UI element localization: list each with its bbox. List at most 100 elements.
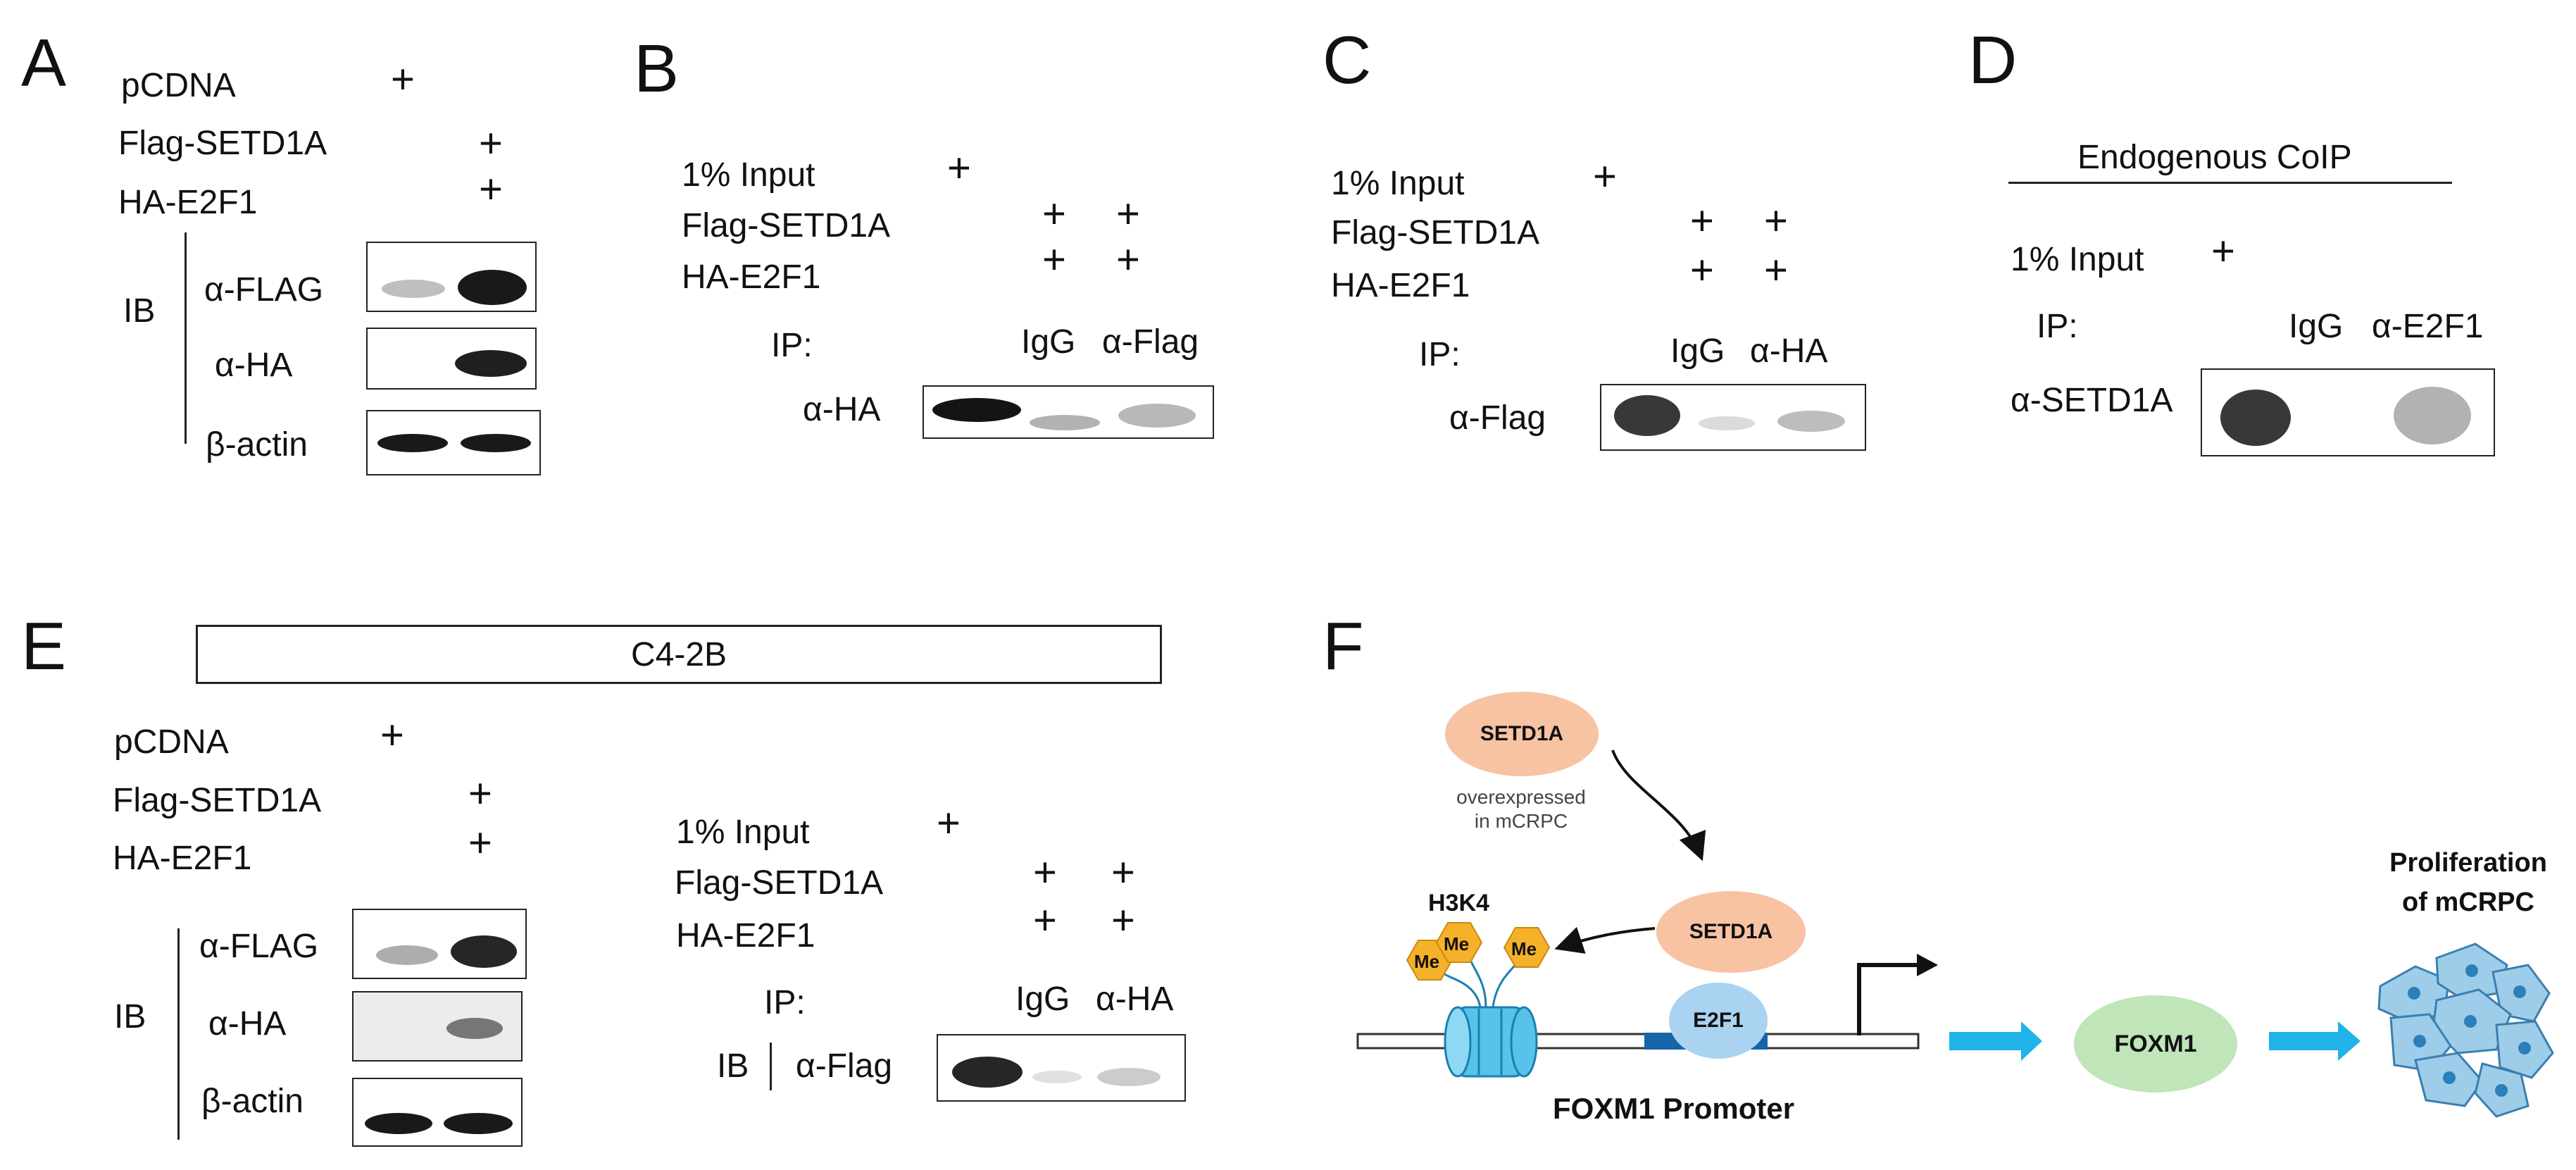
overexpressed-label-2: in mCRPC	[1474, 810, 1568, 832]
a-flag-setd1a-label: Flag-SETD1A	[118, 125, 327, 162]
tss-arrowhead	[1917, 954, 1938, 976]
c-plus: +	[1764, 247, 1788, 293]
e-ha-e2f1-label: HA-E2F1	[113, 840, 252, 877]
c-flag-setd1a-label: Flag-SETD1A	[1331, 214, 1540, 251]
proliferation-label-2: of mCRPC	[2402, 888, 2534, 917]
e-ib-label-2: IB	[717, 1047, 749, 1085]
a-blot-label-actin: β-actin	[206, 426, 308, 463]
blot-band	[461, 434, 531, 452]
e-plus: +	[1033, 897, 1057, 943]
e2f1-oval: E2F1	[1669, 983, 1768, 1059]
blot-band	[382, 280, 445, 298]
methyl-mark	[1435, 922, 1483, 963]
e-flag-setd1a-label-2: Flag-SETD1A	[675, 864, 884, 902]
a-pcdna-label: pCDNA	[121, 67, 236, 104]
d-antibody-label: α-E2F1	[2372, 308, 2484, 345]
panel-label-f: F	[1323, 609, 1364, 684]
e2f1-label: E2F1	[1693, 1009, 1744, 1032]
c-plus: +	[1690, 198, 1714, 244]
e-flag-setd1a-label: Flag-SETD1A	[113, 782, 322, 819]
e-plus: +	[1033, 850, 1057, 895]
d-input-label: 1% Input	[2011, 241, 2144, 278]
d-igg-label: IgG	[2289, 308, 2344, 345]
a-plus: +	[479, 120, 503, 166]
overexpressed-label: overexpressed	[1456, 786, 1586, 808]
blot-band	[446, 1018, 503, 1039]
setd1a-oval-bound: SETD1A	[1656, 891, 1806, 973]
c-blot-label: α-Flag	[1449, 399, 1546, 437]
b-plus: +	[1042, 191, 1066, 237]
blot-band	[1777, 411, 1845, 432]
e-blot-label-flag: α-FLAG	[199, 928, 319, 965]
panel-label-d: D	[1968, 23, 2018, 98]
e-plus: +	[380, 712, 404, 758]
e-blot-label-ip: α-Flag	[796, 1047, 893, 1085]
e-ib-label: IB	[114, 998, 146, 1035]
c-plus: +	[1593, 154, 1617, 199]
b-plus: +	[947, 145, 971, 191]
c-plus: +	[1764, 198, 1788, 244]
e-plus: +	[1111, 850, 1135, 895]
b-flag-setd1a-label: Flag-SETD1A	[682, 207, 891, 244]
e-plus: +	[468, 771, 492, 816]
blot-band	[952, 1057, 1023, 1088]
a-blot-flag	[366, 242, 537, 312]
e-input-label: 1% Input	[676, 814, 810, 851]
d-blot-label: α-SETD1A	[2011, 382, 2173, 419]
h3k4-label: H3K4	[1428, 890, 1489, 916]
b-input-label: 1% Input	[682, 156, 815, 194]
a-ha-e2f1-label: HA-E2F1	[118, 184, 258, 221]
cell-nuclei	[2408, 964, 2531, 1097]
c-ip-label: IP:	[1419, 336, 1461, 373]
methyl-mark	[1503, 927, 1551, 968]
b-plus: +	[1116, 191, 1140, 237]
me-label: Me	[1511, 938, 1537, 959]
dna-strand	[1356, 1033, 1920, 1050]
a-blot-ha	[366, 328, 537, 390]
c-plus: +	[1690, 247, 1714, 293]
e-ib-divider	[770, 1043, 772, 1090]
a-blot-actin	[366, 410, 541, 475]
d-header: Endogenous CoIP	[2077, 139, 2352, 176]
e-ib-bracket	[177, 928, 180, 1140]
blot-band	[2394, 387, 2471, 444]
panel-label-b: B	[634, 31, 680, 106]
e-blot-label-ha: α-HA	[208, 1005, 287, 1043]
b-igg-label: IgG	[1021, 323, 1076, 361]
c-ha-e2f1-label: HA-E2F1	[1331, 267, 1470, 304]
panel-label-e: E	[21, 609, 67, 684]
blot-band	[377, 434, 448, 452]
setd1a-oval-top: SETD1A	[1445, 692, 1599, 776]
b-blot-ip	[923, 385, 1214, 439]
d-plus: +	[2211, 228, 2235, 274]
histone-tail	[1443, 972, 1482, 1008]
e-blot-actin	[352, 1078, 523, 1147]
e-plus: +	[1111, 897, 1135, 943]
e-plus: +	[468, 820, 492, 866]
e-igg-label: IgG	[1015, 981, 1070, 1018]
blot-band	[444, 1113, 513, 1134]
blot-band	[458, 270, 527, 305]
blot-band	[1699, 416, 1755, 430]
blot-band	[365, 1113, 432, 1134]
e-blot-ip	[937, 1034, 1186, 1102]
a-plus: +	[391, 56, 415, 102]
b-ha-e2f1-label: HA-E2F1	[682, 259, 821, 296]
a-ib-label: IB	[123, 292, 156, 330]
c-igg-label: IgG	[1670, 332, 1725, 370]
block-arrow	[1949, 1021, 2042, 1061]
me-label: Me	[1414, 951, 1440, 972]
foxm1-label: FOXM1	[2114, 1030, 2197, 1057]
e-cell-line-label: C4-2B	[630, 635, 727, 673]
blot-band	[376, 945, 438, 965]
a-plus: +	[479, 166, 503, 212]
setd1a-label-bound: SETD1A	[1689, 920, 1773, 943]
blot-band	[455, 350, 527, 377]
b-ip-label: IP:	[771, 327, 813, 364]
b-blot-label: α-HA	[803, 391, 881, 428]
blot-band	[1032, 1071, 1082, 1083]
foxm1-oval: FOXM1	[2074, 995, 2237, 1093]
d-header-rule	[2008, 182, 2452, 184]
e-blot-flag	[352, 909, 527, 979]
blot-band	[1118, 404, 1196, 428]
